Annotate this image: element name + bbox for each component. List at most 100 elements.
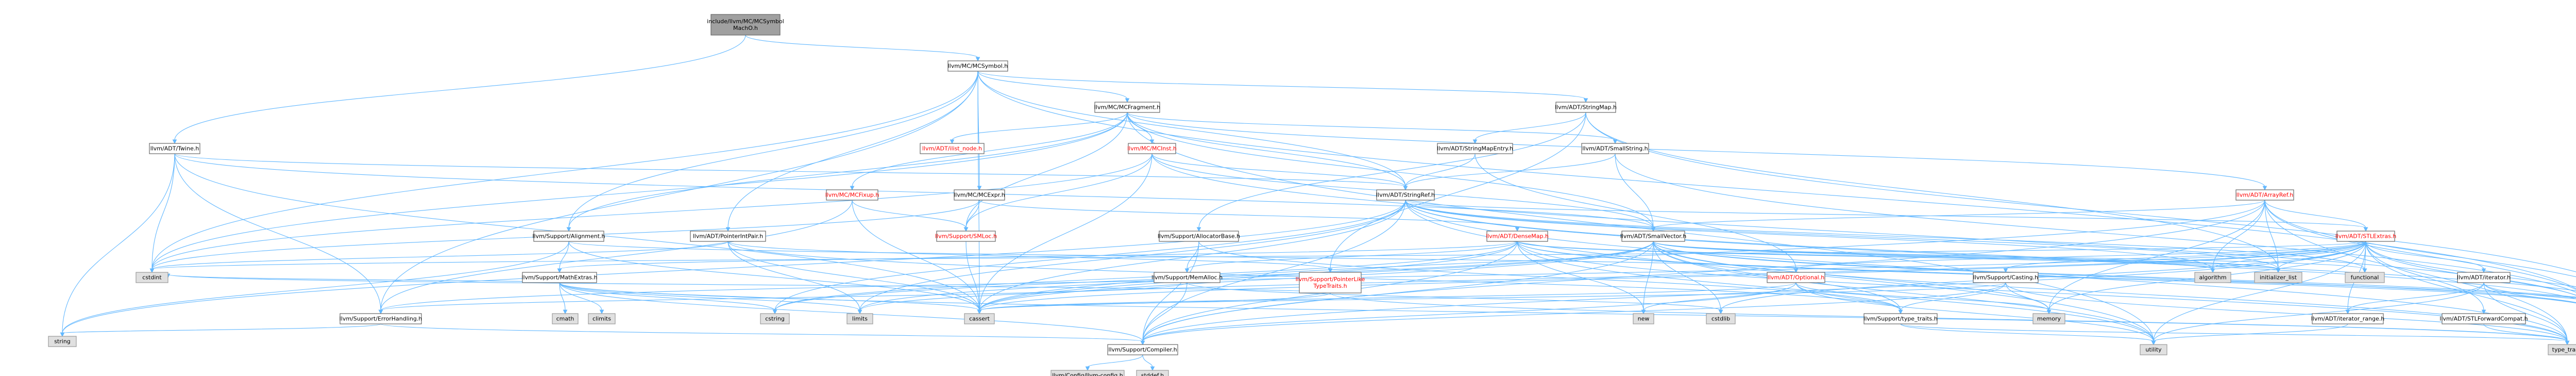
node-new: new: [1633, 313, 1654, 324]
node-pointerintpair[interactable]: llvm/ADT/PointerIntPair.h: [690, 231, 766, 242]
edge-densemap-to-mathextras: [559, 241, 1518, 270]
edge-stringref-to-compiler: [1142, 200, 1406, 342]
node-box: [947, 60, 1008, 72]
node-stlforwardcompat[interactable]: llvm/ADT/STLForwardCompat.h: [2439, 313, 2528, 324]
node-stringref[interactable]: llvm/ADT/StringRef.h: [1376, 189, 1435, 201]
arrowhead-algorithm: [2210, 268, 2215, 273]
node-box: [2457, 272, 2511, 283]
edge-alignment-to-cassert: [568, 241, 980, 311]
edge-stlextras-to-casting: [2005, 241, 2366, 270]
node-mcsymbol[interactable]: llvm/MC/MCSymbol.h: [947, 60, 1008, 72]
node-box: [936, 231, 996, 242]
node-stringmap[interactable]: llvm/ADT/StringMap.h: [1555, 102, 1617, 113]
edge-mathextras-to-compiler: [559, 282, 1143, 342]
edge-mcfixup-to-cassert: [852, 200, 980, 311]
edge-smallvector-to-initializerlist: [1653, 241, 2279, 270]
edge-mathextras-to-cmath: [559, 282, 566, 311]
node-label: functional: [2351, 274, 2379, 281]
node-box: [690, 231, 766, 242]
node-iteratorrange[interactable]: llvm/ADT/iterator_range.h: [2311, 313, 2384, 324]
edge-stlextras-to-cstdint: [151, 241, 2366, 270]
edge-casting-to-compiler: [1142, 282, 2006, 342]
edge-twine-to-cstdint: [151, 153, 175, 270]
node-box: [760, 313, 790, 324]
node-alignment[interactable]: llvm/Support/Alignment.h: [532, 231, 605, 242]
node-stringmapentry[interactable]: llvm/ADT/StringMapEntry.h: [1437, 143, 1513, 154]
edge-errorhandling-to-string: [62, 323, 381, 334]
node-mcexpr[interactable]: llvm/MC/MCExpr.h: [954, 189, 1005, 201]
edge-iterator-to-utility: [2153, 282, 2484, 342]
edge-arrayref-to-cstddef: [2264, 200, 2576, 290]
node-stlextras[interactable]: llvm/ADT/STLExtras.h: [2335, 231, 2397, 242]
edge-smallvector-to-limits: [859, 241, 1654, 311]
node-compiler[interactable]: llvm/Support/Compiler.h: [1107, 344, 1178, 355]
node-mcinst[interactable]: llvm/MC/MCInst.h: [1127, 143, 1177, 154]
node-mathextras[interactable]: llvm/Support/MathExtras.h: [522, 272, 598, 283]
edge-smallvector-to-new: [1643, 241, 1654, 311]
node-box: [964, 313, 995, 324]
node-mcfixup[interactable]: llvm/MC/MCFixup.h: [825, 189, 879, 201]
arrowhead-typetraits: [2565, 340, 2570, 346]
arrowhead-casting: [2003, 268, 2008, 273]
node-label: llvm/Support/Compiler.h: [1108, 347, 1177, 353]
edge-mcfragment-to-stringref: [1127, 112, 1406, 187]
node-functional: functional: [2345, 272, 2385, 283]
node-densemap[interactable]: llvm/ADT/DenseMap.h: [1486, 231, 1549, 242]
node-box: [1107, 344, 1178, 355]
node-box: [2032, 313, 2065, 324]
edge-mcfragment-to-mcfixup: [852, 112, 1128, 187]
edge-mathextras-to-climits: [559, 282, 602, 311]
node-box: [710, 14, 781, 36]
node-label: type_traits: [2552, 347, 2576, 353]
node-typetraitsh[interactable]: llvm/Support/type_traits.h: [1863, 313, 1938, 324]
node-smallvector[interactable]: llvm/ADT/SmallVector.h: [1620, 231, 1687, 242]
node-box: [1863, 313, 1938, 324]
node-label: llvm/MC/MCFixup.h: [825, 192, 879, 199]
arrowhead-mcfragment: [1125, 98, 1130, 103]
node-label: llvm/ADT/Optional.h: [1768, 274, 1824, 281]
arrowhead-smloc: [963, 227, 969, 232]
node-mcfragment[interactable]: llvm/MC/MCFragment.h: [1094, 102, 1160, 113]
node-label: TypeTraits.h: [1313, 283, 1347, 289]
edge-stringref-to-algorithm: [1405, 200, 2213, 270]
edge-mcsymbol-to-errorhandling: [380, 71, 978, 311]
node-box: [1376, 189, 1435, 201]
edge-stlextras-to-limits: [859, 241, 2366, 311]
node-label: llvm/MC/MCSymbol.h: [948, 63, 1008, 70]
edge-alignment-to-mathextras: [559, 241, 569, 270]
node-label: llvm/MC/MCInst.h: [1127, 145, 1177, 152]
edge-densemap-to-memalloc: [1187, 241, 1518, 270]
node-cmath: cmath: [552, 313, 579, 324]
node-optional[interactable]: llvm/ADT/Optional.h: [1767, 272, 1825, 283]
edge-smallvector-to-memory: [1653, 241, 2049, 311]
arrowhead-arrayref: [2262, 186, 2267, 191]
edge-stringmapentry-to-stringref: [1405, 153, 1476, 187]
edge-iterator-to-cstddef: [2483, 282, 2576, 303]
arrowhead-mcfixup: [850, 186, 855, 191]
node-smloc[interactable]: llvm/Support/SMLoc.h: [935, 231, 997, 242]
node-label: llvm/MC/MCExpr.h: [954, 192, 1005, 199]
node-box: [1159, 231, 1239, 242]
edge-optional-to-memory: [1795, 282, 2049, 311]
node-label: llvm/ADT/SmallString.h: [1582, 145, 1648, 152]
edge-stringmapentry-to-optional: [1475, 153, 1797, 270]
node-ilistnode[interactable]: llvm/ADT/ilist_node.h: [920, 143, 985, 154]
node-llvmconfig: llvm/Config/llvm-config.h: [1050, 370, 1125, 376]
node-errorhandling[interactable]: llvm/Support/ErrorHandling.h: [340, 313, 422, 324]
node-allocatorbase[interactable]: llvm/Support/AllocatorBase.h: [1158, 231, 1240, 242]
node-arrayref[interactable]: llvm/ADT/ArrayRef.h: [2235, 189, 2294, 201]
node-label: llvm/ADT/iterator_range.h: [2311, 316, 2384, 322]
node-casting[interactable]: llvm/Support/Casting.h: [1973, 272, 2039, 283]
node-twine[interactable]: llvm/ADT/Twine.h: [149, 143, 200, 154]
node-label: llvm/ADT/iterator.h: [2457, 274, 2511, 281]
node-memalloc[interactable]: llvm/Support/MemAlloc.h: [1151, 272, 1223, 283]
edge-pointerliketypetraits-to-typetraits: [1330, 292, 2568, 342]
node-iterator[interactable]: llvm/ADT/iterator.h: [2457, 272, 2511, 283]
edge-stringref-to-string: [62, 200, 1406, 334]
edge-twine-to-string: [62, 153, 175, 334]
edge-allocatorbase-to-compiler: [1142, 241, 1199, 342]
node-box: [135, 272, 168, 283]
node-smallstring[interactable]: llvm/ADT/SmallString.h: [1581, 143, 1649, 154]
